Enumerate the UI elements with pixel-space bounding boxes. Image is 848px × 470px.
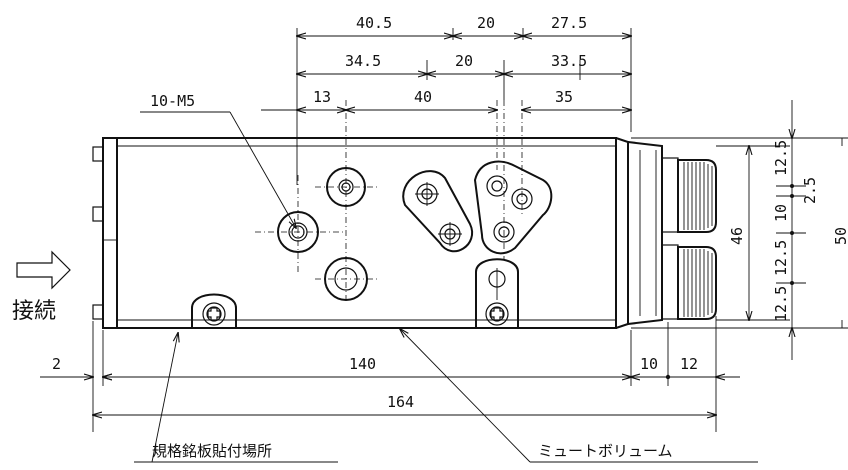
dim-right-a: 12.5 bbox=[772, 140, 790, 176]
connection-marker: 接続 bbox=[12, 250, 71, 324]
dim-46: 46 bbox=[728, 227, 746, 245]
connection-label: 接続 bbox=[12, 299, 56, 324]
nameplate-callout: 規格銘板貼付場所 bbox=[134, 333, 338, 463]
knob-lower bbox=[661, 244, 717, 320]
dim-164: 164 bbox=[387, 393, 414, 411]
dim-top1-c: 27.5 bbox=[551, 14, 587, 32]
dim-top2-b: 20 bbox=[455, 52, 473, 70]
ports bbox=[255, 100, 553, 329]
dim-top3-b: 40 bbox=[414, 88, 432, 106]
thread-callout-label: 10-M5 bbox=[150, 92, 195, 110]
phillips-screw-icon bbox=[485, 302, 509, 326]
mute-volume-label: ミュートボリューム bbox=[538, 442, 673, 460]
top-dimensions: 40.5 20 27.5 34.5 20 33.5 13 40 35 bbox=[261, 14, 631, 185]
dim-top3-a: 13 bbox=[313, 88, 331, 106]
bottom-dimensions: 2 140 10 12 164 bbox=[40, 316, 740, 432]
hollow-right-arrow-icon bbox=[16, 250, 71, 290]
dim-top2-a: 34.5 bbox=[345, 52, 381, 70]
dim-12: 12 bbox=[680, 355, 698, 373]
dim-right-d: 12.5 bbox=[772, 240, 790, 276]
valve-body bbox=[92, 137, 717, 329]
mute-volume-callout: ミュートボリューム bbox=[400, 329, 758, 463]
right-dimensions: 46 12.5 2.5 10 12.5 12.5 50 bbox=[631, 100, 848, 360]
dim-140: 140 bbox=[349, 355, 376, 373]
dim-right-b: 2.5 bbox=[801, 177, 819, 204]
dim-right-c: 10 bbox=[772, 204, 790, 222]
nameplate-label: 規格銘板貼付場所 bbox=[152, 442, 272, 460]
dim-right-e: 12.5 bbox=[772, 286, 790, 322]
dim-top3-c: 35 bbox=[555, 88, 573, 106]
phillips-screw-icon bbox=[191, 293, 237, 328]
dim-top2-c: 33.5 bbox=[551, 52, 587, 70]
dim-top1-b: 20 bbox=[477, 14, 495, 32]
dim-top1-a: 40.5 bbox=[356, 14, 392, 32]
thread-callout: 10-M5 bbox=[140, 92, 296, 228]
knob-upper bbox=[661, 157, 717, 233]
dim-2: 2 bbox=[52, 355, 61, 373]
dim-10: 10 bbox=[640, 355, 658, 373]
dim-50: 50 bbox=[832, 227, 848, 245]
